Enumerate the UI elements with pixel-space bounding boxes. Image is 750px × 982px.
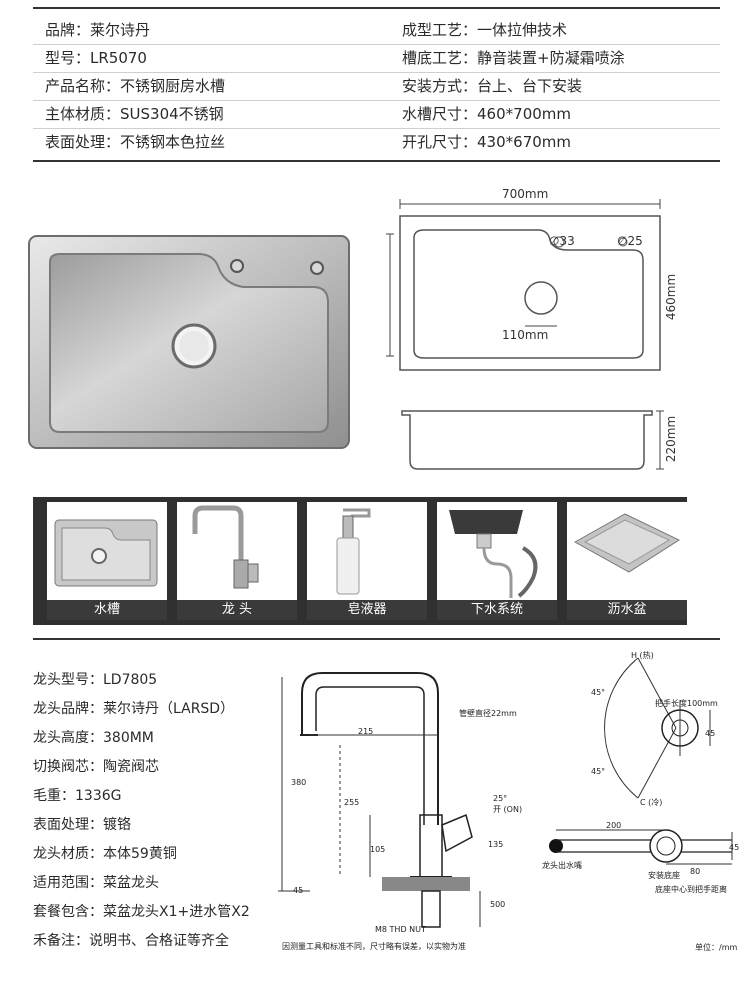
- accessory-faucet: 龙 头: [177, 502, 297, 620]
- angle-45-bottom: 45°: [591, 767, 606, 776]
- pipe-diameter-label: 管壁直径22mm: [459, 709, 517, 718]
- spec-sink-size: 水槽尺寸：460*700mm: [402, 105, 571, 123]
- accessory-label: 皂液器: [307, 600, 427, 620]
- faucet-spec-item: 毛重：1336G: [33, 788, 122, 804]
- accessory-soap-dispenser: 皂液器: [307, 502, 427, 620]
- base-plan-drawing: [549, 829, 733, 865]
- spec-bottom-rule: [33, 160, 720, 162]
- spec-bottom: 槽底工艺：静音装置+防凝霜喷涂: [402, 49, 625, 67]
- faucet-spec-item: 龙头高度：380MM: [33, 730, 154, 746]
- height-dim: 460mm: [664, 273, 679, 321]
- dim-500: 500: [490, 900, 506, 909]
- sink-side-drawing: [401, 410, 664, 470]
- dim-255: 255: [344, 798, 360, 807]
- on-label: 开 (ON): [493, 805, 523, 814]
- sink-thumb: [54, 519, 158, 587]
- handle-length-label: 把手长度100mm: [655, 699, 718, 708]
- faucet-spec-item: 禾备注：说明书、合格证等齐全: [33, 933, 229, 949]
- spec-model: 型号：LR5070: [45, 49, 147, 67]
- cold-label: C (冷): [640, 798, 663, 807]
- dim-80: 80: [690, 867, 701, 876]
- accessory-label: 水槽: [47, 600, 167, 620]
- width-dim: 700mm: [502, 187, 549, 201]
- divider: [33, 128, 720, 129]
- measurement-note: 因测量工具和标准不同，尺寸略有误差，以实物为准: [282, 942, 466, 951]
- base-distance-label: 底座中心到把手距离: [655, 885, 727, 894]
- drain-dim: 110mm: [502, 328, 549, 342]
- angle-25: 25°: [493, 794, 508, 803]
- faucet-side-drawing: [278, 672, 481, 928]
- basket-thumb: [573, 513, 681, 573]
- faucet-spec-item: 龙头材质：本体59黄铜: [33, 846, 177, 862]
- faucet-spec-item: 表面处理：镀铬: [33, 817, 131, 833]
- accessory-label: 龙 头: [177, 600, 297, 620]
- dim-105: 105: [370, 845, 386, 854]
- outlet-label: 龙头出水嘴: [542, 861, 582, 870]
- angle-45-top: 45°: [591, 688, 606, 697]
- spec-material: 主体材质：SUS304不锈钢: [45, 105, 224, 123]
- accessory-sink: 水槽: [47, 502, 167, 620]
- faucet-thumb: [192, 505, 259, 589]
- hole1-dim: ∅33: [549, 234, 575, 248]
- dim-45-base: 45: [729, 843, 740, 852]
- faucet-spec-item: 适用范围：菜盆龙头: [33, 875, 159, 891]
- faucet-spec-item: 龙头品牌：莱尔诗丹（LARSD）: [33, 701, 235, 717]
- spec-cutout: 开孔尺寸：430*670mm: [402, 133, 571, 151]
- dim-215: 215: [358, 727, 374, 736]
- unit-label: 单位：/mm: [695, 943, 738, 952]
- divider: [33, 100, 720, 101]
- dim-135: 135: [488, 840, 504, 849]
- spec-install: 安装方式：台上、台下安装: [402, 77, 583, 95]
- sink-top-drawing: [386, 199, 661, 371]
- sink-photo: [28, 235, 350, 449]
- hot-label: H (热): [631, 651, 654, 660]
- dim-45: 45: [293, 886, 304, 895]
- dim-200: 200: [606, 821, 622, 830]
- divider: [33, 44, 720, 45]
- base-label: 安装底座: [648, 871, 680, 880]
- faucet-spec-item: 切换阀芯：陶瓷阀芯: [33, 759, 159, 775]
- faucet-spec-item: 套餐包含：菜盆龙头X1+进水管X2: [33, 904, 250, 920]
- spec-product-name: 产品名称：不锈钢厨房水槽: [45, 77, 226, 95]
- soap-dispenser-thumb: [336, 508, 371, 595]
- hole2-dim: ∅25: [617, 234, 643, 248]
- divider: [33, 72, 720, 73]
- depth-dim: 220mm: [664, 415, 679, 463]
- accessory-drain-basket: 沥水盆: [567, 502, 687, 620]
- drain-thumb: [449, 510, 538, 598]
- handle-rotation-drawing: [604, 657, 711, 799]
- spec-brand: 品牌：莱尔诗丹: [45, 21, 151, 39]
- spec-surface: 表面处理：不锈钢本色拉丝: [45, 133, 226, 151]
- dim-45-side: 45: [705, 729, 716, 738]
- dim-380: 380: [291, 778, 307, 787]
- faucet-spec-item: 龙头型号：LD7805: [33, 672, 158, 688]
- thread-label: M8 THD NUT: [375, 925, 426, 934]
- spec-forming: 成型工艺：一体拉伸技术: [402, 21, 568, 39]
- accessory-label: 下水系统: [437, 600, 557, 620]
- faucet-top-rule: [33, 638, 720, 640]
- accessory-label: 沥水盆: [567, 600, 687, 620]
- top-rule: [33, 7, 720, 9]
- accessory-drain-system: 下水系统: [437, 502, 557, 620]
